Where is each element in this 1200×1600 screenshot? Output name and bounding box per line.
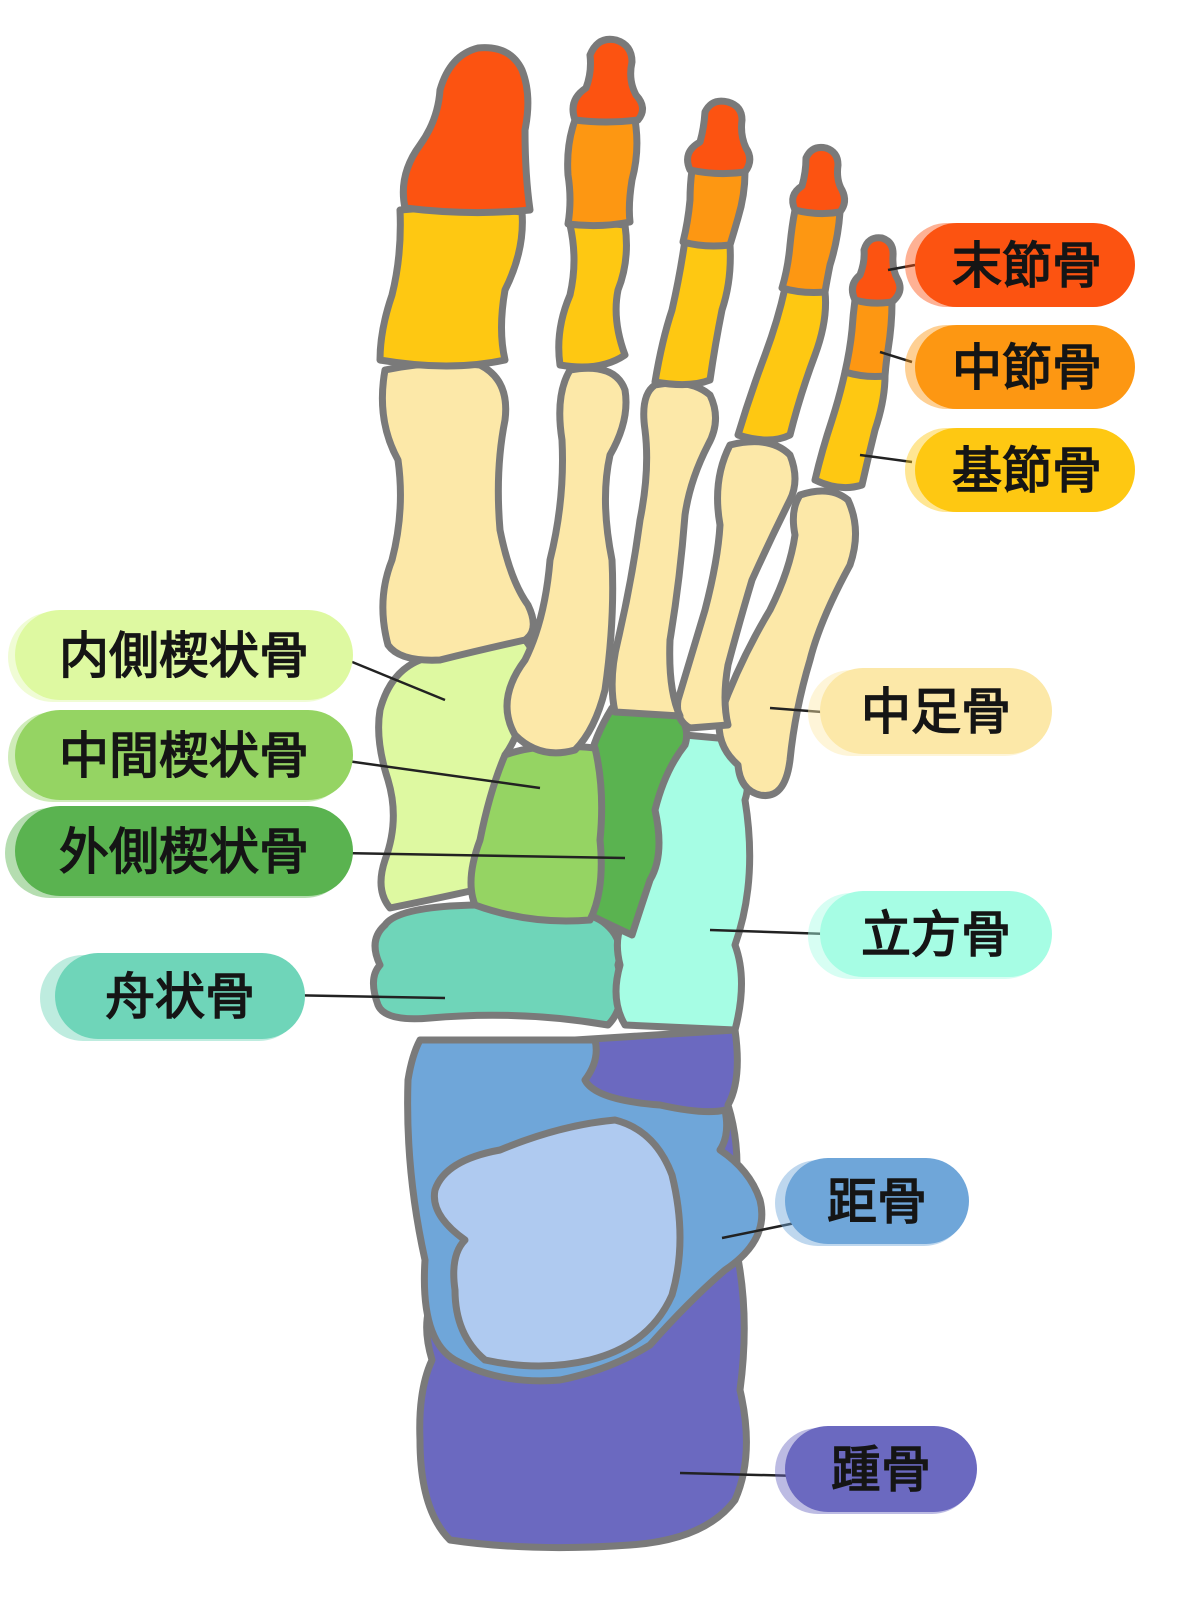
proximal-phalanx-2-bone: [555, 220, 630, 371]
label-text: 中節骨: [952, 339, 1102, 397]
label-calcaneus: 踵骨: [775, 1426, 977, 1514]
metatarsal-3-bone: [608, 379, 719, 720]
distal-phalanx-3-bone: [684, 97, 754, 178]
leader-line-talus: [721, 1220, 801, 1240]
label-metatarsal: 中足骨: [808, 668, 1052, 756]
leader-line-middle: [879, 350, 913, 364]
label-pill: [915, 223, 1135, 307]
label-middle-phalanx: 中節骨: [905, 325, 1135, 409]
distal-phalanx-4-bone: [789, 144, 849, 218]
label-navicular: 舟状骨: [40, 953, 305, 1041]
distal-phalanx-2-bone: [569, 35, 646, 126]
leader-line-lateral-cuneiform: [339, 851, 626, 860]
label-lateral-cuneiform: 外側楔状骨: [5, 806, 353, 898]
label-text: 中足骨: [861, 683, 1011, 741]
label-pill: [915, 428, 1135, 512]
tarsal-bones: [370, 636, 766, 1552]
leader-lines: [281, 263, 916, 1478]
label-proximal-phalanx: 基節骨: [905, 428, 1135, 512]
leader-line-medial-cuneiform: [339, 655, 446, 702]
distal-phalanx-bones: [399, 35, 904, 307]
label-text: 踵骨: [831, 1441, 931, 1499]
label-text: 舟状骨: [105, 968, 255, 1026]
label-text: 距骨: [827, 1173, 927, 1231]
label-distal-phalanx: 末節骨: [905, 223, 1135, 307]
talus-head-bone: [430, 1116, 684, 1370]
label-intermediate-cuneiform: 中間楔状骨: [8, 710, 353, 802]
middle-phalanx-2-bone: [564, 114, 641, 230]
intermediate-cuneiform-bone: [467, 742, 606, 925]
middle-phalanx-5-bone: [841, 295, 896, 380]
leader-line-distal: [887, 263, 916, 272]
label-text: 中間楔状骨: [59, 727, 309, 785]
metatarsal-5-bone: [715, 487, 860, 800]
label-pill: [15, 610, 353, 700]
label-pill: [15, 710, 353, 800]
label-cuboid: 立方骨: [808, 891, 1052, 979]
label-pill: [820, 668, 1052, 754]
label-text: 外側楔状骨: [59, 823, 309, 881]
leader-line-calcaneus: [679, 1471, 801, 1478]
label-pill: [915, 325, 1135, 409]
middle-phalanx-4-bone: [778, 205, 844, 296]
label-pill: [785, 1426, 977, 1512]
label-text: 基節骨: [952, 442, 1102, 500]
proximal-phalanx-3-bone: [651, 235, 734, 389]
leader-line-navicular: [281, 993, 446, 1000]
label-pill: [15, 806, 353, 896]
label-pill: [55, 953, 305, 1039]
proximal-phalanx-5-bone: [811, 367, 889, 492]
label-text: 内側楔状骨: [59, 627, 309, 685]
label-pill: [820, 891, 1052, 977]
metatarsal-2-bone: [503, 364, 630, 757]
label-text: 立方骨: [861, 906, 1011, 964]
distal-phalanx-5-bone: [848, 234, 904, 307]
leader-line-metatarsal: [769, 706, 823, 714]
leader-line-cuboid: [709, 928, 829, 936]
label-medial-cuneiform: 内側楔状骨: [8, 610, 353, 702]
middle-phalanx-3-bone: [679, 164, 749, 250]
distal-phalanx-1-bone: [399, 44, 534, 217]
metatarsal-4-bone: [674, 438, 799, 732]
proximal-phalanx-1-bone: [376, 204, 526, 370]
proximal-phalanx-4-bone: [734, 283, 830, 444]
label-text: 末節骨: [952, 237, 1102, 295]
leader-line-proximal: [859, 453, 913, 464]
label-pill: [785, 1158, 969, 1244]
label-talus: 距骨: [775, 1158, 969, 1246]
metatarsal-1-bone: [378, 359, 537, 664]
leader-line-intermediate-cuneiform: [339, 758, 541, 790]
metatarsal-bones: [378, 359, 860, 800]
